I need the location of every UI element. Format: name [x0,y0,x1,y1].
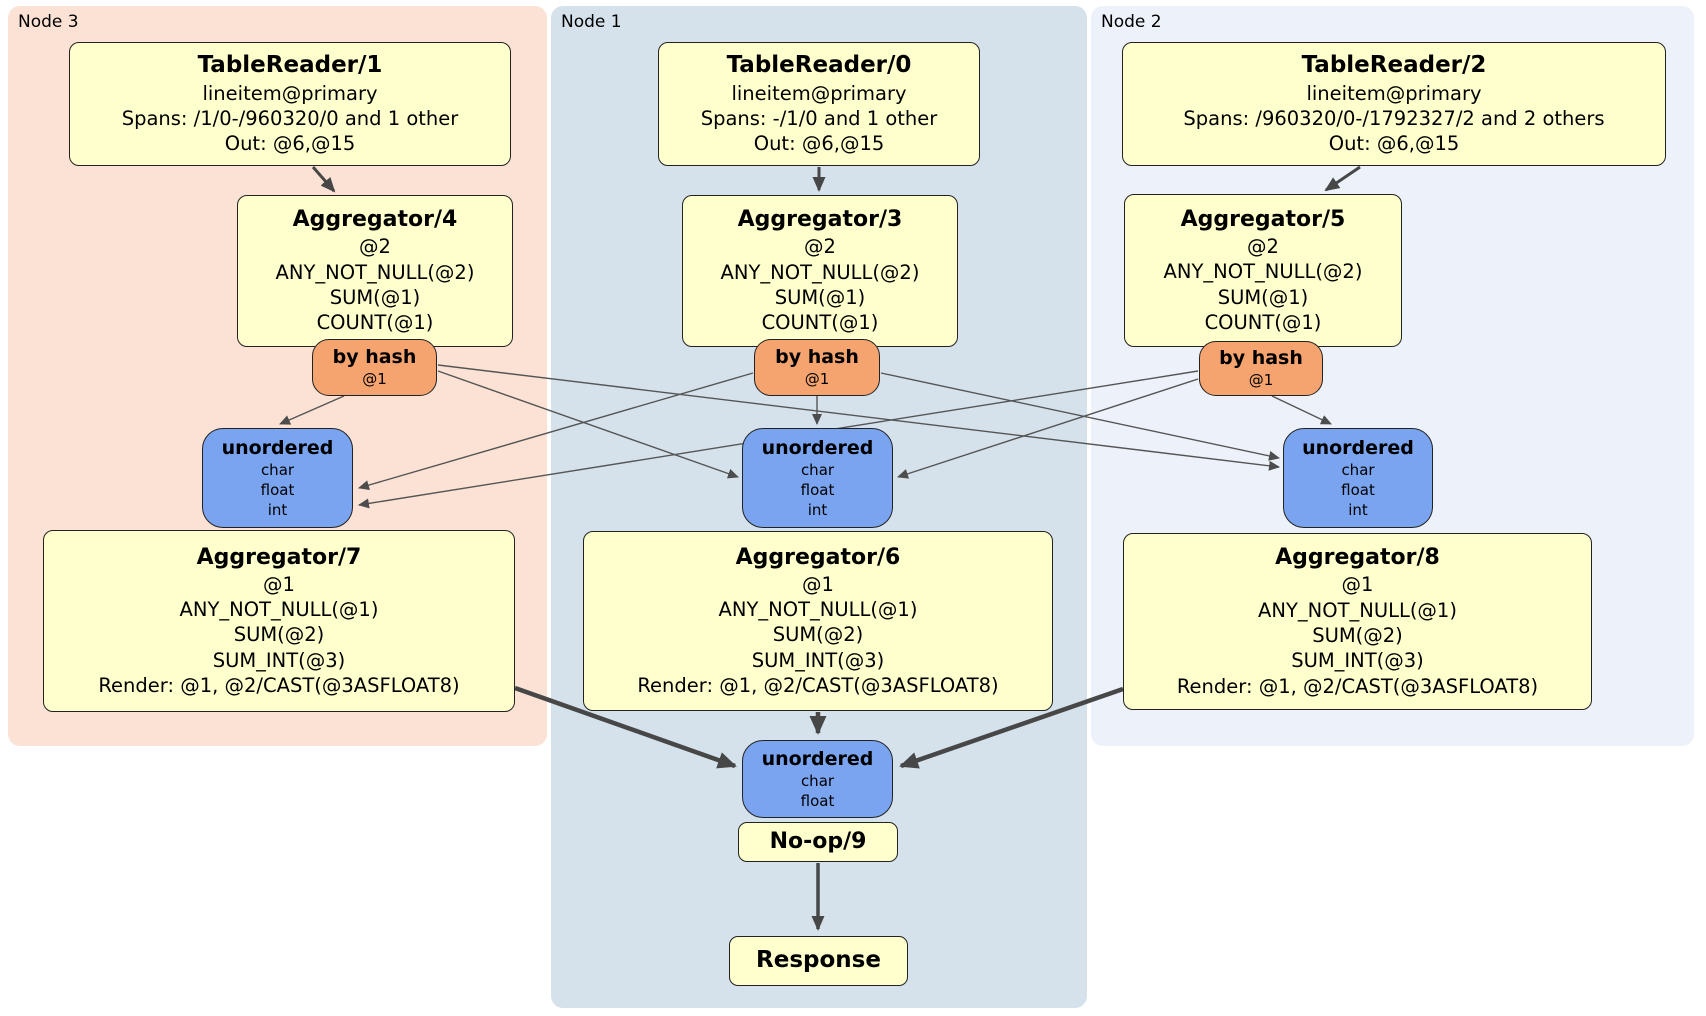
box-line: float [800,481,835,500]
box-line: COUNT(@1) [1204,310,1322,334]
box-title: Aggregator/4 [292,207,458,233]
box-line: char [800,461,835,480]
box-line: ANY_NOT_NULL(@1) [718,598,918,622]
box-line: SUM(@1) [329,286,421,310]
processor-aggregator-5: Aggregator/5 @2 ANY_NOT_NULL(@2) SUM(@1)… [1124,194,1402,347]
box-title: by hash [332,346,417,369]
processor-aggregator-6: Aggregator/6 @1 ANY_NOT_NULL(@1) SUM(@2)… [583,531,1053,711]
box-line: @2 [1247,234,1279,258]
box-title: unordered [761,436,874,459]
box-line: Render: @1, @2/CAST(@3ASFLOAT8) [1176,674,1539,698]
node3-label: Node 3 [18,12,79,32]
box-line: Spans: /960320/0-/1792327/2 and 2 others [1183,107,1605,131]
box-line: SUM_INT(@3) [212,648,346,672]
box-title: TableReader/2 [1301,52,1487,79]
box-title: Aggregator/6 [735,544,901,570]
box-line: ANY_NOT_NULL(@1) [1258,598,1457,622]
box-line: ANY_NOT_NULL(@2) [720,260,920,284]
box-title: No-op/9 [769,828,867,854]
box-line: COUNT(@1) [761,311,879,335]
box-title: TableReader/1 [197,52,383,79]
router-by-hash-5: by hash @1 [1199,341,1323,396]
box-line: int [807,501,828,520]
box-title: Aggregator/5 [1180,206,1346,232]
box-title: by hash [1219,347,1303,370]
box-line: Spans: -/1/0 and 1 other [700,107,938,131]
box-line: char [1341,461,1375,480]
box-title: by hash [775,346,859,369]
box-line: lineitem@primary [731,81,907,105]
box-line: @2 [804,235,836,259]
box-line: SUM(@2) [1312,623,1403,647]
box-line: COUNT(@1) [316,311,434,335]
processor-aggregator-4: Aggregator/4 @2 ANY_NOT_NULL(@2) SUM(@1)… [237,195,513,347]
box-line: lineitem@primary [202,81,378,105]
box-line: SUM(@1) [774,286,866,310]
response-box: Response [729,936,908,986]
router-by-hash-3: by hash @1 [754,339,880,396]
processor-tablereader-0: TableReader/0 lineitem@primary Spans: -/… [658,42,980,166]
node2-label: Node 2 [1101,12,1162,32]
processor-tablereader-1: TableReader/1 lineitem@primary Spans: /1… [69,42,511,166]
box-title: unordered [1302,436,1414,459]
box-title: unordered [761,747,874,770]
processor-noop-9: No-op/9 [738,822,898,862]
box-line: ANY_NOT_NULL(@2) [1163,260,1363,284]
box-line: @2 [359,235,391,259]
box-line: @1 [1248,371,1274,389]
box-line: @1 [802,572,834,596]
box-line: char [260,461,295,480]
box-line: char [800,772,835,791]
box-line: @1 [263,572,295,596]
box-line: ANY_NOT_NULL(@1) [179,598,379,622]
box-line: int [1348,501,1368,520]
box-title: Aggregator/3 [737,207,903,233]
box-line: Out: @6,@15 [224,132,356,156]
box-line: float [800,792,835,811]
sync-unordered-final: unordered char float [742,740,893,818]
box-title: Response [756,947,881,974]
processor-tablereader-2: TableReader/2 lineitem@primary Spans: /9… [1122,42,1666,166]
box-line: Render: @1, @2/CAST(@3ASFLOAT8) [637,674,999,698]
box-line: lineitem@primary [1306,81,1482,105]
processor-aggregator-3: Aggregator/3 @2 ANY_NOT_NULL(@2) SUM(@1)… [682,195,958,347]
router-by-hash-4: by hash @1 [312,339,437,396]
box-line: float [1341,481,1375,500]
box-title: TableReader/0 [726,52,912,79]
sync-unordered-node1: unordered char float int [742,428,893,528]
box-line: SUM_INT(@3) [751,648,885,672]
processor-aggregator-8: Aggregator/8 @1 ANY_NOT_NULL(@1) SUM(@2)… [1123,533,1592,710]
sync-unordered-node2: unordered char float int [1283,428,1433,528]
box-title: Aggregator/7 [196,544,362,570]
box-title: Aggregator/8 [1275,545,1440,571]
box-line: SUM(@1) [1217,285,1309,309]
box-line: Spans: /1/0-/960320/0 and 1 other [121,107,459,131]
box-line: Out: @6,@15 [1328,132,1460,156]
box-title: unordered [221,436,334,459]
box-line: Render: @1, @2/CAST(@3ASFLOAT8) [98,674,460,698]
box-line: SUM(@2) [233,623,325,647]
sync-unordered-node3: unordered char float int [202,428,353,528]
box-line: SUM_INT(@3) [1291,649,1424,673]
processor-aggregator-7: Aggregator/7 @1 ANY_NOT_NULL(@1) SUM(@2)… [43,530,515,712]
box-line: @1 [1341,573,1374,597]
box-line: SUM(@2) [772,623,864,647]
box-line: ANY_NOT_NULL(@2) [275,260,475,284]
box-line: int [267,501,288,520]
box-line: Out: @6,@15 [753,132,885,156]
box-line: @1 [804,370,830,388]
box-line: @1 [362,370,387,388]
box-line: float [260,481,295,500]
node1-label: Node 1 [561,12,622,32]
